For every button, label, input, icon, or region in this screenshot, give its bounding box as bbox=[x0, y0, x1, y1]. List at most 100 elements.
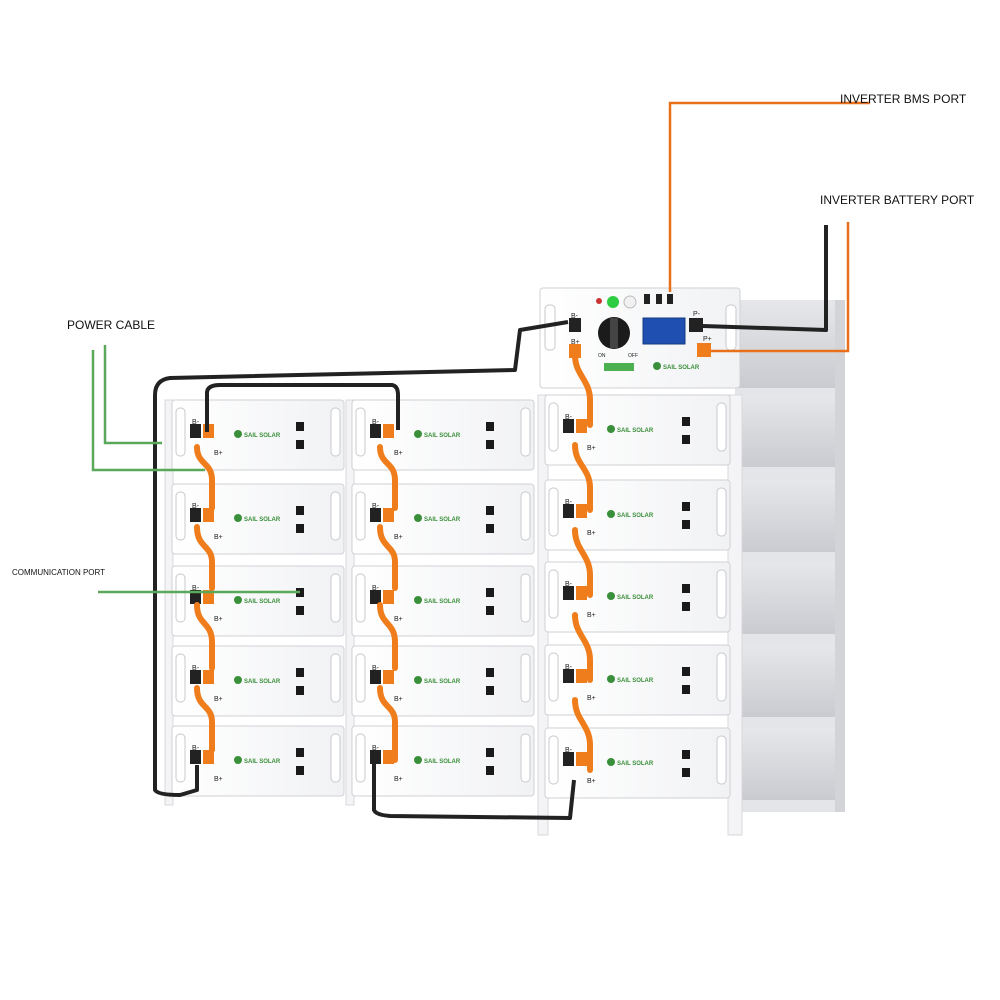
module-port[interactable] bbox=[486, 668, 494, 677]
reset-button[interactable] bbox=[623, 295, 637, 309]
pos-terminal[interactable] bbox=[576, 419, 587, 433]
module-port[interactable] bbox=[682, 768, 690, 777]
module-handle-left[interactable] bbox=[355, 653, 366, 703]
neg-terminal[interactable] bbox=[370, 750, 381, 764]
module-port[interactable] bbox=[486, 588, 494, 597]
module-port[interactable] bbox=[296, 524, 304, 533]
pos-terminal[interactable] bbox=[576, 504, 587, 518]
module-handle-left[interactable] bbox=[175, 733, 186, 783]
pos-terminal[interactable] bbox=[383, 424, 394, 438]
neg-terminal[interactable] bbox=[190, 424, 201, 438]
pos-terminal[interactable] bbox=[576, 586, 587, 600]
neg-terminal[interactable] bbox=[563, 752, 574, 766]
module-port[interactable] bbox=[296, 440, 304, 449]
neg-terminal[interactable] bbox=[190, 508, 201, 522]
module-handle-right[interactable] bbox=[520, 573, 531, 623]
module-handle-left[interactable] bbox=[355, 407, 366, 457]
pos-terminal[interactable] bbox=[576, 752, 587, 766]
module-port[interactable] bbox=[682, 520, 690, 529]
module-port[interactable] bbox=[486, 506, 494, 515]
neg-terminal[interactable] bbox=[563, 586, 574, 600]
module-port[interactable] bbox=[682, 584, 690, 593]
module-handle-left[interactable] bbox=[355, 733, 366, 783]
module-port[interactable] bbox=[682, 417, 690, 426]
module-handle-right[interactable] bbox=[330, 407, 341, 457]
module-port[interactable] bbox=[486, 422, 494, 431]
module-port[interactable] bbox=[682, 435, 690, 444]
pos-terminal[interactable] bbox=[203, 670, 214, 684]
module-handle-right[interactable] bbox=[330, 733, 341, 783]
module-port[interactable] bbox=[296, 606, 304, 615]
module-port[interactable] bbox=[296, 506, 304, 515]
pos-terminal[interactable] bbox=[576, 669, 587, 683]
module-handle-left[interactable] bbox=[548, 487, 559, 537]
module-handle-right[interactable] bbox=[716, 735, 727, 785]
pos-terminal[interactable] bbox=[383, 670, 394, 684]
pos-terminal[interactable] bbox=[203, 508, 214, 522]
module-handle-right[interactable] bbox=[520, 653, 531, 703]
module-port[interactable] bbox=[486, 440, 494, 449]
bms-port[interactable] bbox=[667, 294, 673, 304]
module-port[interactable] bbox=[296, 748, 304, 757]
neg-terminal[interactable] bbox=[563, 419, 574, 433]
module-handle-right[interactable] bbox=[716, 652, 727, 702]
module-port[interactable] bbox=[682, 667, 690, 676]
module-port[interactable] bbox=[296, 766, 304, 775]
module-handle-right[interactable] bbox=[520, 491, 531, 541]
pos-terminal[interactable] bbox=[203, 590, 214, 604]
neg-terminal[interactable] bbox=[190, 590, 201, 604]
module-handle-right[interactable] bbox=[520, 733, 531, 783]
neg-terminal[interactable] bbox=[370, 590, 381, 604]
module-port[interactable] bbox=[682, 502, 690, 511]
module-handle-left[interactable] bbox=[175, 407, 186, 457]
module-port[interactable] bbox=[296, 686, 304, 695]
module-handle-right[interactable] bbox=[520, 407, 531, 457]
neg-terminal[interactable] bbox=[190, 750, 201, 764]
module-handle-left[interactable] bbox=[175, 573, 186, 623]
module-handle-left[interactable] bbox=[355, 491, 366, 541]
module-port[interactable] bbox=[486, 748, 494, 757]
port-rs485[interactable] bbox=[644, 294, 650, 304]
module-port[interactable] bbox=[682, 685, 690, 694]
module-port[interactable] bbox=[296, 668, 304, 677]
power-button[interactable] bbox=[607, 296, 619, 308]
module-port[interactable] bbox=[296, 422, 304, 431]
pos-terminal[interactable] bbox=[383, 590, 394, 604]
pos-terminal[interactable] bbox=[383, 508, 394, 522]
module-handle-left[interactable] bbox=[548, 569, 559, 619]
module-handle-left[interactable] bbox=[548, 652, 559, 702]
neg-terminal[interactable] bbox=[563, 504, 574, 518]
module-handle-left[interactable] bbox=[355, 573, 366, 623]
pos-terminal-label: B+ bbox=[587, 445, 596, 452]
module-handle-left[interactable] bbox=[548, 402, 559, 452]
neg-terminal[interactable] bbox=[563, 669, 574, 683]
module-port[interactable] bbox=[486, 524, 494, 533]
module-handle-right[interactable] bbox=[716, 487, 727, 537]
module-handle-left[interactable] bbox=[175, 653, 186, 703]
controller-neg-out-terminal[interactable] bbox=[689, 318, 703, 332]
neg-terminal[interactable] bbox=[190, 670, 201, 684]
module-handle-right[interactable] bbox=[330, 491, 341, 541]
module-port[interactable] bbox=[486, 606, 494, 615]
module-handle-right[interactable] bbox=[330, 573, 341, 623]
neg-terminal[interactable] bbox=[370, 670, 381, 684]
module-brand: SAIL SOLAR bbox=[424, 599, 461, 605]
module-port[interactable] bbox=[486, 766, 494, 775]
module-handle-left[interactable] bbox=[548, 735, 559, 785]
module-handle-left[interactable] bbox=[175, 491, 186, 541]
controller-neg-in-terminal[interactable] bbox=[569, 318, 581, 332]
port-can[interactable] bbox=[656, 294, 662, 304]
module-port[interactable] bbox=[486, 686, 494, 695]
dip-switch[interactable] bbox=[604, 363, 634, 371]
module-handle-right[interactable] bbox=[716, 402, 727, 452]
pos-terminal[interactable] bbox=[383, 750, 394, 764]
controller-pos-out-terminal[interactable] bbox=[697, 343, 711, 357]
module-port[interactable] bbox=[682, 750, 690, 759]
controller-pos-in-terminal[interactable] bbox=[569, 344, 581, 358]
module-port[interactable] bbox=[682, 602, 690, 611]
pos-terminal[interactable] bbox=[203, 750, 214, 764]
neg-terminal[interactable] bbox=[370, 424, 381, 438]
module-handle-right[interactable] bbox=[716, 569, 727, 619]
neg-terminal[interactable] bbox=[370, 508, 381, 522]
module-handle-right[interactable] bbox=[330, 653, 341, 703]
